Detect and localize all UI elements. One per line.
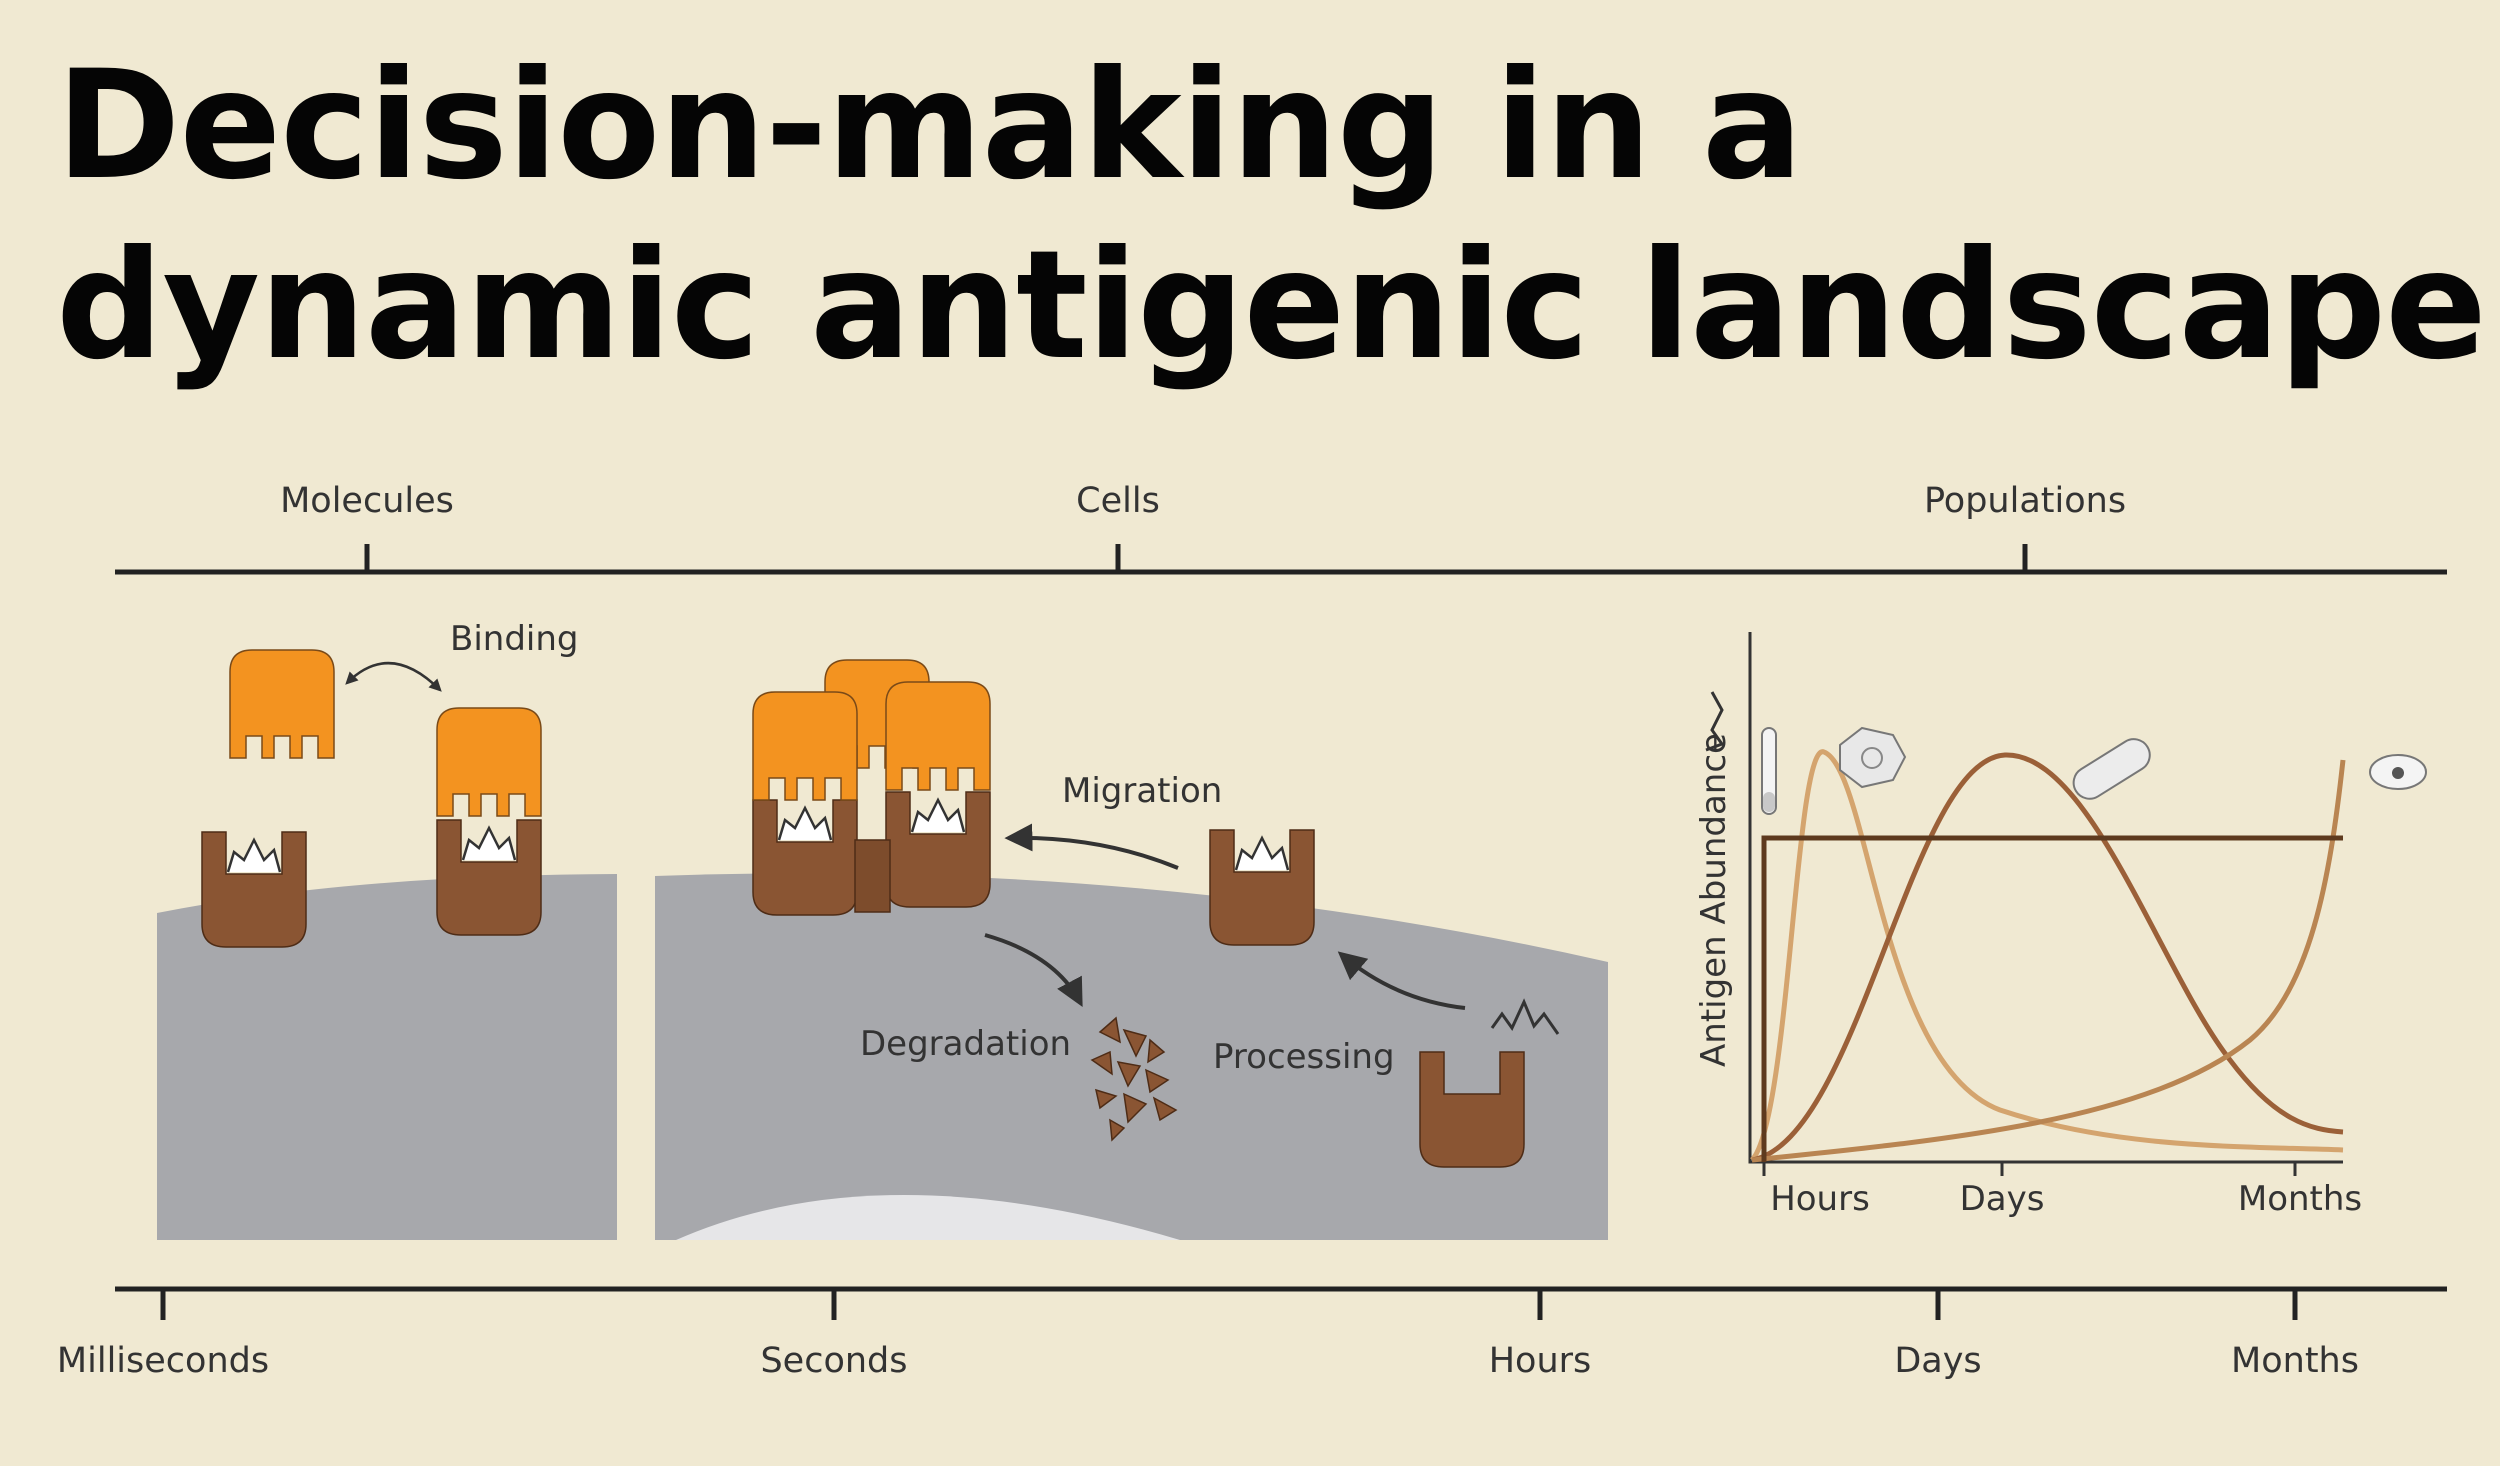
bottom-label-hours: Hours — [1489, 1341, 1592, 1381]
bottom-label-seconds: Seconds — [760, 1341, 907, 1381]
abundance-curve-hours — [1750, 749, 2344, 1162]
title-line-2: dynamic antigenic landscape — [56, 219, 2487, 393]
binding-arrow — [345, 661, 442, 692]
migrating-mhc — [1208, 828, 1316, 947]
processing-label: Processing — [1213, 1037, 1395, 1077]
top-label-cells: Cells — [1076, 481, 1160, 521]
migration-arrow — [1004, 823, 1179, 870]
abundance-curve-months — [1751, 759, 2346, 1163]
degradation-arrow — [984, 933, 1083, 1007]
parasite-icon — [2369, 754, 2427, 790]
processing-arrow — [1337, 951, 1466, 1010]
peptide-squiggle — [1490, 998, 1560, 1035]
top-scale-axis — [115, 544, 2447, 575]
degraded-fragments — [1090, 1016, 1178, 1142]
inset-xtick-months: Months — [2238, 1179, 2362, 1219]
inset-xtick-days: Days — [1960, 1179, 2045, 1219]
bottom-label-milliseconds: Milliseconds — [57, 1341, 269, 1381]
mhc-peptide-unbound — [200, 830, 308, 949]
synapse-cluster-mhc-left — [751, 798, 859, 917]
inset-xtick-hours: Hours — [1770, 1179, 1870, 1219]
synapse-cluster-tcr-left — [752, 691, 858, 801]
test-tube-icon — [1761, 727, 1777, 815]
cell-membrane-middle — [655, 873, 1608, 1240]
page-title: Decision-making in a dynamic antigenic l… — [56, 36, 2487, 396]
free-tcr-receptor — [229, 649, 335, 759]
molecules-panel — [157, 649, 617, 1240]
migration-label: Migration — [1062, 771, 1222, 811]
synapse-cluster-mhc-right — [884, 790, 992, 909]
bottom-label-months: Months — [2231, 1341, 2359, 1381]
title-line-1: Decision-making in a — [56, 39, 1803, 213]
abundance-curve-days — [1751, 752, 2344, 1163]
bottom-scale-axis — [115, 1286, 2447, 1320]
inset-ylabel: Antigen Abundance — [1694, 733, 1734, 1067]
inset-axes — [1748, 632, 2343, 1164]
bottom-label-days: Days — [1894, 1341, 1981, 1381]
degradation-label: Degradation — [860, 1024, 1071, 1064]
abundance-curve-persistent — [1761, 835, 2343, 1162]
antigen-squiggle-icon — [1705, 691, 1725, 752]
synapse-cluster-tcr-right — [885, 681, 991, 791]
bound-tcr-receptor — [436, 707, 542, 817]
virus-icon — [1839, 726, 1907, 789]
top-label-molecules: Molecules — [280, 481, 454, 521]
top-label-populations: Populations — [1924, 481, 2126, 521]
binding-label: Binding — [450, 619, 578, 659]
abundance-inset-chart — [1705, 632, 2427, 1176]
cells-panel — [655, 659, 1608, 1240]
cell-membrane-left — [157, 874, 617, 1240]
mhc-peptide-bound — [435, 818, 543, 937]
cell-nucleus — [676, 1195, 1180, 1240]
bacterium-icon — [2072, 738, 2151, 800]
